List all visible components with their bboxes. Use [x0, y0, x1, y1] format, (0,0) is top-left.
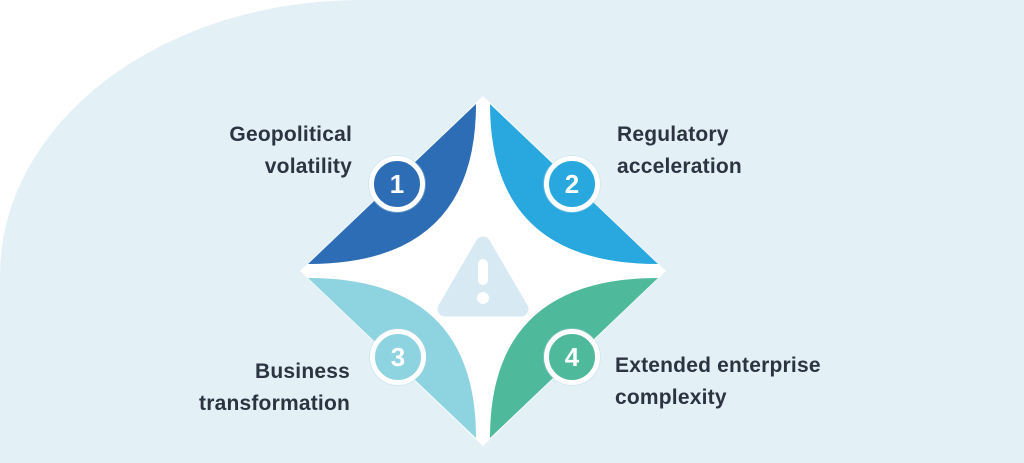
item-1-label-line1: Geopolitical: [229, 123, 352, 146]
item-4-label: Extended enterprise complexity: [615, 350, 821, 414]
warning-exclamation-dot: [477, 292, 489, 304]
item-1-badge: 1: [369, 156, 425, 212]
item-2-label-line2: acceleration: [617, 155, 742, 178]
item-3-label-line1: Business: [255, 360, 350, 383]
item-2-badge: 2: [544, 156, 600, 212]
item-3-badge: 3: [370, 329, 426, 385]
item-2-label-line1: Regulatory: [617, 123, 729, 146]
item-4-number: 4: [564, 341, 580, 372]
item-3-label-line2: transformation: [199, 392, 350, 415]
item-2-number: 2: [564, 168, 580, 199]
item-3-label: Business transformation: [199, 356, 350, 420]
item-1-label-line2: volatility: [264, 155, 352, 178]
warning-triangle-icon: [437, 236, 529, 317]
warning-exclamation-bar: [478, 259, 488, 285]
item-1-label: Geopolitical volatility: [229, 119, 352, 183]
item-1-number: 1: [389, 168, 405, 199]
item-4-label-line1: Extended enterprise: [615, 354, 821, 377]
item-4-badge: 4: [544, 329, 600, 385]
item-2-label: Regulatory acceleration: [617, 119, 742, 183]
item-3-number: 3: [390, 341, 406, 372]
item-4-label-line2: complexity: [615, 386, 727, 409]
